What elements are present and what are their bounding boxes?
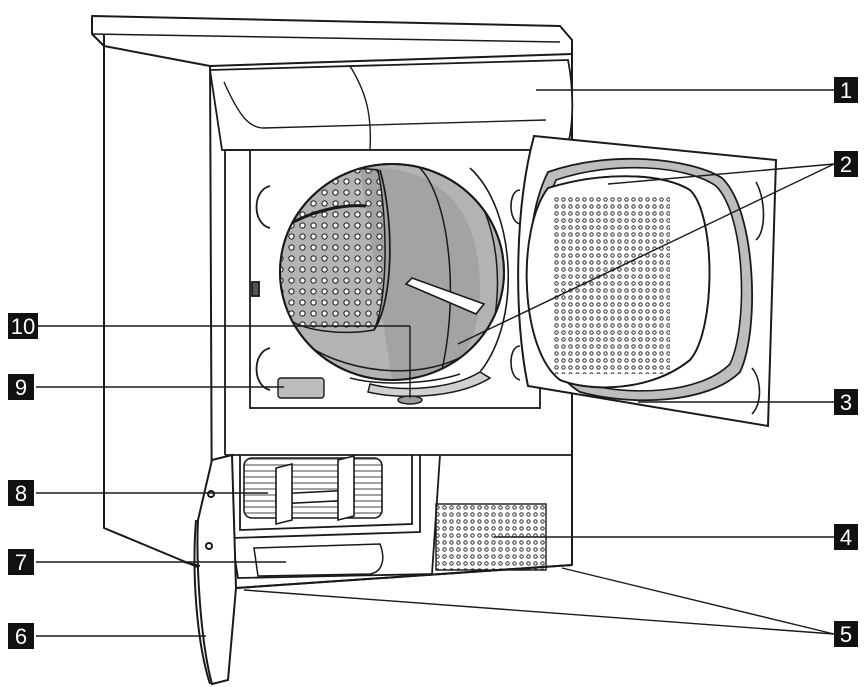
cabinet-side-panel xyxy=(103,34,213,569)
svg-text:3: 3 xyxy=(840,390,852,415)
control-panel-face xyxy=(208,59,574,151)
callout-8: 8 xyxy=(8,480,34,506)
callout-4: 4 xyxy=(834,524,858,550)
callout-6: 6 xyxy=(8,623,34,649)
svg-text:7: 7 xyxy=(15,550,27,575)
svg-text:4: 4 xyxy=(840,525,852,550)
svg-text:9: 9 xyxy=(15,375,27,400)
callout-9: 9 xyxy=(8,374,34,400)
callout-labels: 1 2 3 4 5 6 7 8 xyxy=(8,77,858,649)
callout-5: 5 xyxy=(834,621,858,647)
control-panel xyxy=(208,59,574,151)
loading-door xyxy=(510,134,778,428)
svg-text:2: 2 xyxy=(840,152,852,177)
hinge-cutout-upper xyxy=(255,185,271,229)
plinth-door xyxy=(183,453,238,686)
callout-2: 2 xyxy=(834,151,858,177)
plinth-hinge-upper xyxy=(207,490,215,498)
leader-2a xyxy=(607,163,835,185)
door-latch xyxy=(251,281,260,297)
callout-7: 7 xyxy=(8,549,34,575)
drum-lifter xyxy=(404,277,486,315)
svg-text:6: 6 xyxy=(15,624,27,649)
leader-lines xyxy=(36,89,835,637)
plinth-hinge-lower xyxy=(205,542,213,550)
svg-text:1: 1 xyxy=(840,78,852,103)
svg-text:5: 5 xyxy=(840,622,852,647)
svg-text:10: 10 xyxy=(11,314,35,339)
svg-text:8: 8 xyxy=(15,481,27,506)
callout-3: 3 xyxy=(834,389,858,415)
callout-10: 10 xyxy=(8,313,38,339)
drum xyxy=(279,163,510,384)
cabinet-top xyxy=(91,15,573,67)
hinge-cutout-lower xyxy=(255,347,271,391)
callout-1: 1 xyxy=(834,77,858,103)
rating-plate xyxy=(277,377,325,399)
leader-2b xyxy=(457,163,835,345)
drum-front-filter xyxy=(367,371,492,405)
condenser-cover-handle xyxy=(253,543,384,577)
leader-5a xyxy=(561,567,835,635)
heat-exchanger xyxy=(243,454,383,526)
leader-5b xyxy=(243,589,835,635)
